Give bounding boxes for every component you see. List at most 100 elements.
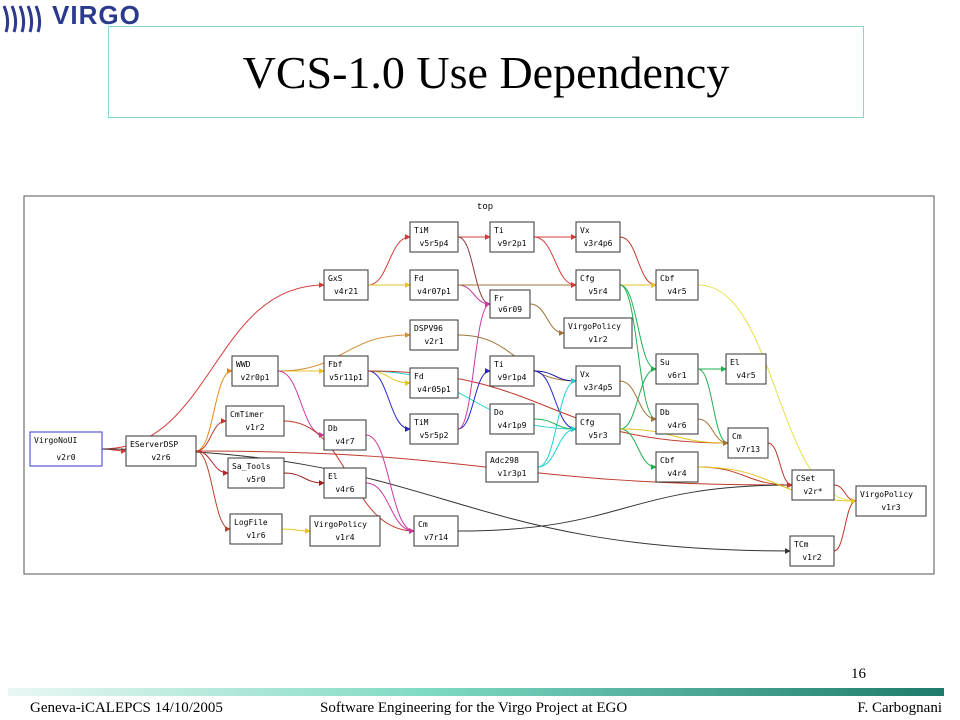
node-version: v1r2	[588, 335, 607, 344]
edge-ti1-to-cfg1	[533, 236, 577, 288]
node-box	[489, 355, 535, 387]
node-box	[409, 413, 459, 445]
node-version: v4r7	[335, 437, 354, 446]
node-version: v2r0	[56, 453, 75, 462]
node-box	[227, 457, 285, 489]
node-version: v4r5	[736, 371, 755, 380]
node-name: El	[730, 358, 740, 367]
node-version: v1r3p1	[498, 469, 527, 478]
node-version: v5r4	[588, 287, 607, 296]
edge-cfg2-to-su	[619, 366, 657, 430]
node-name: CSet	[796, 474, 815, 483]
node-name: Cm	[732, 432, 742, 441]
node-box	[855, 485, 927, 517]
node-cbf2: Cbf v4r4	[655, 451, 699, 483]
node-name: VirgoPolicy	[568, 322, 621, 331]
node-name: GxS	[328, 274, 343, 283]
edge-fr-to-vp2	[529, 303, 565, 336]
node-box	[789, 535, 835, 567]
node-box	[489, 403, 535, 435]
node-version: v4r6	[335, 485, 354, 494]
node-version: v7r14	[424, 533, 448, 542]
node-name: El	[328, 472, 338, 481]
graph-label: top	[477, 202, 493, 212]
node-box	[489, 289, 531, 319]
node-version: v4r21	[334, 287, 358, 296]
node-box	[727, 427, 769, 459]
edge-el1-to-cm1	[365, 482, 415, 534]
node-box	[655, 451, 699, 483]
node-version: v2r0p1	[241, 373, 270, 382]
node-el2: El v4r5	[725, 353, 767, 385]
node-name: Cbf	[660, 456, 675, 465]
node-version: v1r6	[246, 531, 265, 540]
node-name: DSPV96	[414, 324, 443, 333]
node-vx1: Vx v3r4p6	[575, 221, 621, 253]
node-name: Fd	[414, 372, 424, 381]
node-version: v4r07p1	[417, 287, 451, 296]
edge-eserverdsp-to-wwd	[195, 368, 233, 452]
node-box	[409, 269, 459, 301]
node-name: CmTimer	[230, 410, 264, 419]
edge-eserverdsp-to-logfile	[195, 450, 231, 532]
node-name: Vx	[580, 370, 590, 379]
node-box	[575, 221, 621, 253]
slide-title: VCS-1.0 Use Dependency	[242, 46, 730, 98]
node-box	[409, 367, 459, 399]
edge-eserverdsp-to-cmtimer	[195, 418, 227, 452]
node-box	[323, 419, 367, 451]
node-box	[323, 467, 367, 499]
edge-wwd-to-dspv96	[277, 332, 411, 372]
node-version: v5r11p1	[329, 373, 363, 382]
edge-cm1-to-cset	[457, 482, 793, 532]
node-name: Fbf	[328, 360, 343, 369]
virgo-logo-mark	[2, 5, 42, 33]
node-name: LogFile	[234, 518, 268, 527]
node-name: Cbf	[660, 274, 675, 283]
node-version: v4r1p9	[498, 421, 527, 430]
node-version: v5r0	[246, 475, 265, 484]
node-name: TiM	[414, 226, 429, 235]
node-box	[323, 269, 369, 301]
edge-cfg2-to-cbf2	[619, 428, 657, 470]
node-name: Fr	[494, 294, 504, 303]
edge-fbf-to-cfg2	[367, 370, 577, 432]
footer-event: Geneva-iCALEPCS 14/10/2005	[30, 700, 223, 716]
node-name: Cfg	[580, 418, 595, 427]
node-box	[655, 353, 699, 385]
node-name: Vx	[580, 226, 590, 235]
edge-logfile-to-vp1	[281, 527, 311, 534]
node-version: v4r4	[667, 469, 686, 478]
node-name: Ti	[494, 226, 504, 235]
edge-tim2-to-ti2	[457, 368, 491, 430]
edge-gxs-to-tim1	[367, 234, 411, 286]
node-box	[791, 469, 835, 501]
node-version: v3r4p6	[584, 239, 613, 248]
edge-cfg2-to-cm2	[619, 428, 729, 446]
node-name: Sa_Tools	[232, 462, 271, 471]
edge-adc298-to-cfg2	[537, 426, 577, 468]
node-version: v2r6	[151, 453, 170, 462]
node-version: v9r1p4	[498, 373, 527, 382]
node-name: Su	[660, 358, 670, 367]
node-name: Cfg	[580, 274, 595, 283]
